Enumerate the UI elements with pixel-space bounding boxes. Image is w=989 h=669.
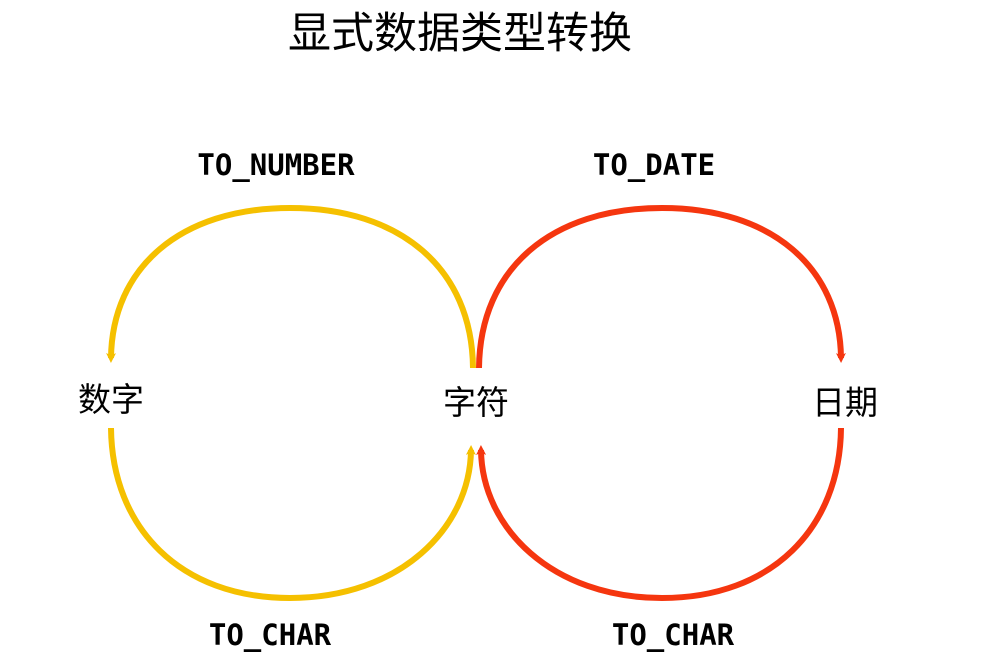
to-number-label: TO_NUMBER xyxy=(197,148,355,182)
date-to-char-label: TO_CHAR xyxy=(612,618,735,652)
date-node: 日期 xyxy=(812,383,878,422)
to-date-label: TO_DATE xyxy=(593,148,715,182)
diagram-title: 显式数据类型转换 xyxy=(288,9,632,59)
char-node: 字符 xyxy=(443,383,509,422)
date-to-char-arc xyxy=(476,427,844,602)
to-number-arc xyxy=(106,204,476,369)
number-to-char-arc xyxy=(108,427,476,602)
number-to-char-label: TO_CHAR xyxy=(209,618,332,652)
to-date-arc xyxy=(476,204,846,369)
number-node: 数字 xyxy=(78,380,144,419)
